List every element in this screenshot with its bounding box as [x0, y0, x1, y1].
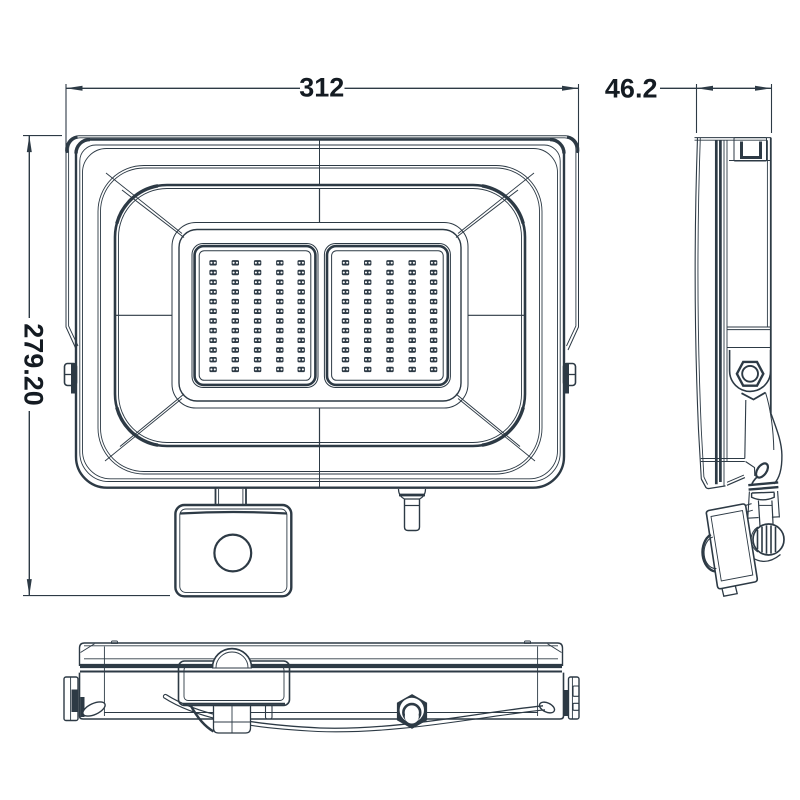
svg-text:279.20: 279.20: [19, 323, 49, 406]
svg-text:46.2: 46.2: [605, 74, 658, 104]
svg-text:312: 312: [299, 72, 344, 102]
